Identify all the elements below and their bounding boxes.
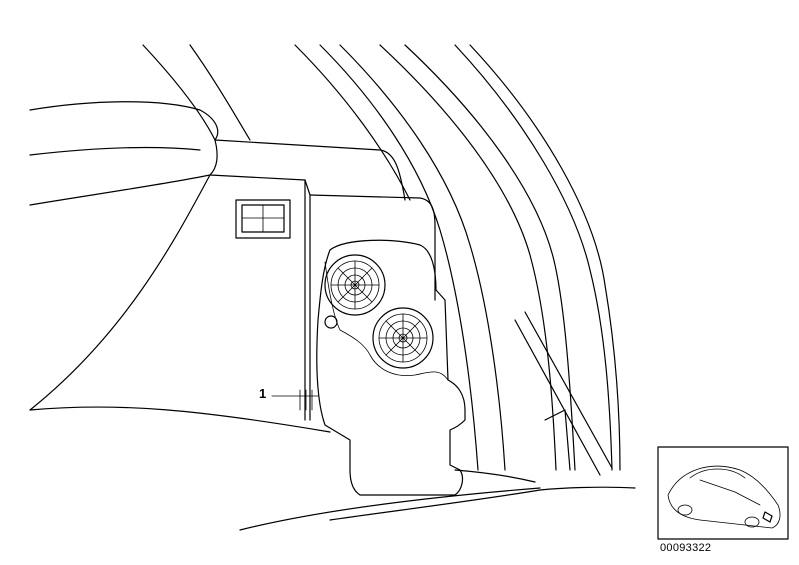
trunk-floor — [29, 406, 636, 531]
lower-speaker-icon — [372, 307, 434, 369]
callout-label-1: 1 — [259, 386, 267, 401]
callout-leader-1 — [271, 389, 319, 411]
seatbelt-strap — [514, 311, 613, 476]
rear-shelf — [29, 101, 406, 206]
trunk-side-wall — [29, 174, 436, 421]
vent-grille — [235, 199, 291, 239]
upper-speaker-icon — [324, 254, 386, 316]
car-overview-icon — [657, 446, 789, 540]
pillar-lines — [142, 44, 621, 471]
reference-number: 00093322 — [660, 542, 712, 554]
